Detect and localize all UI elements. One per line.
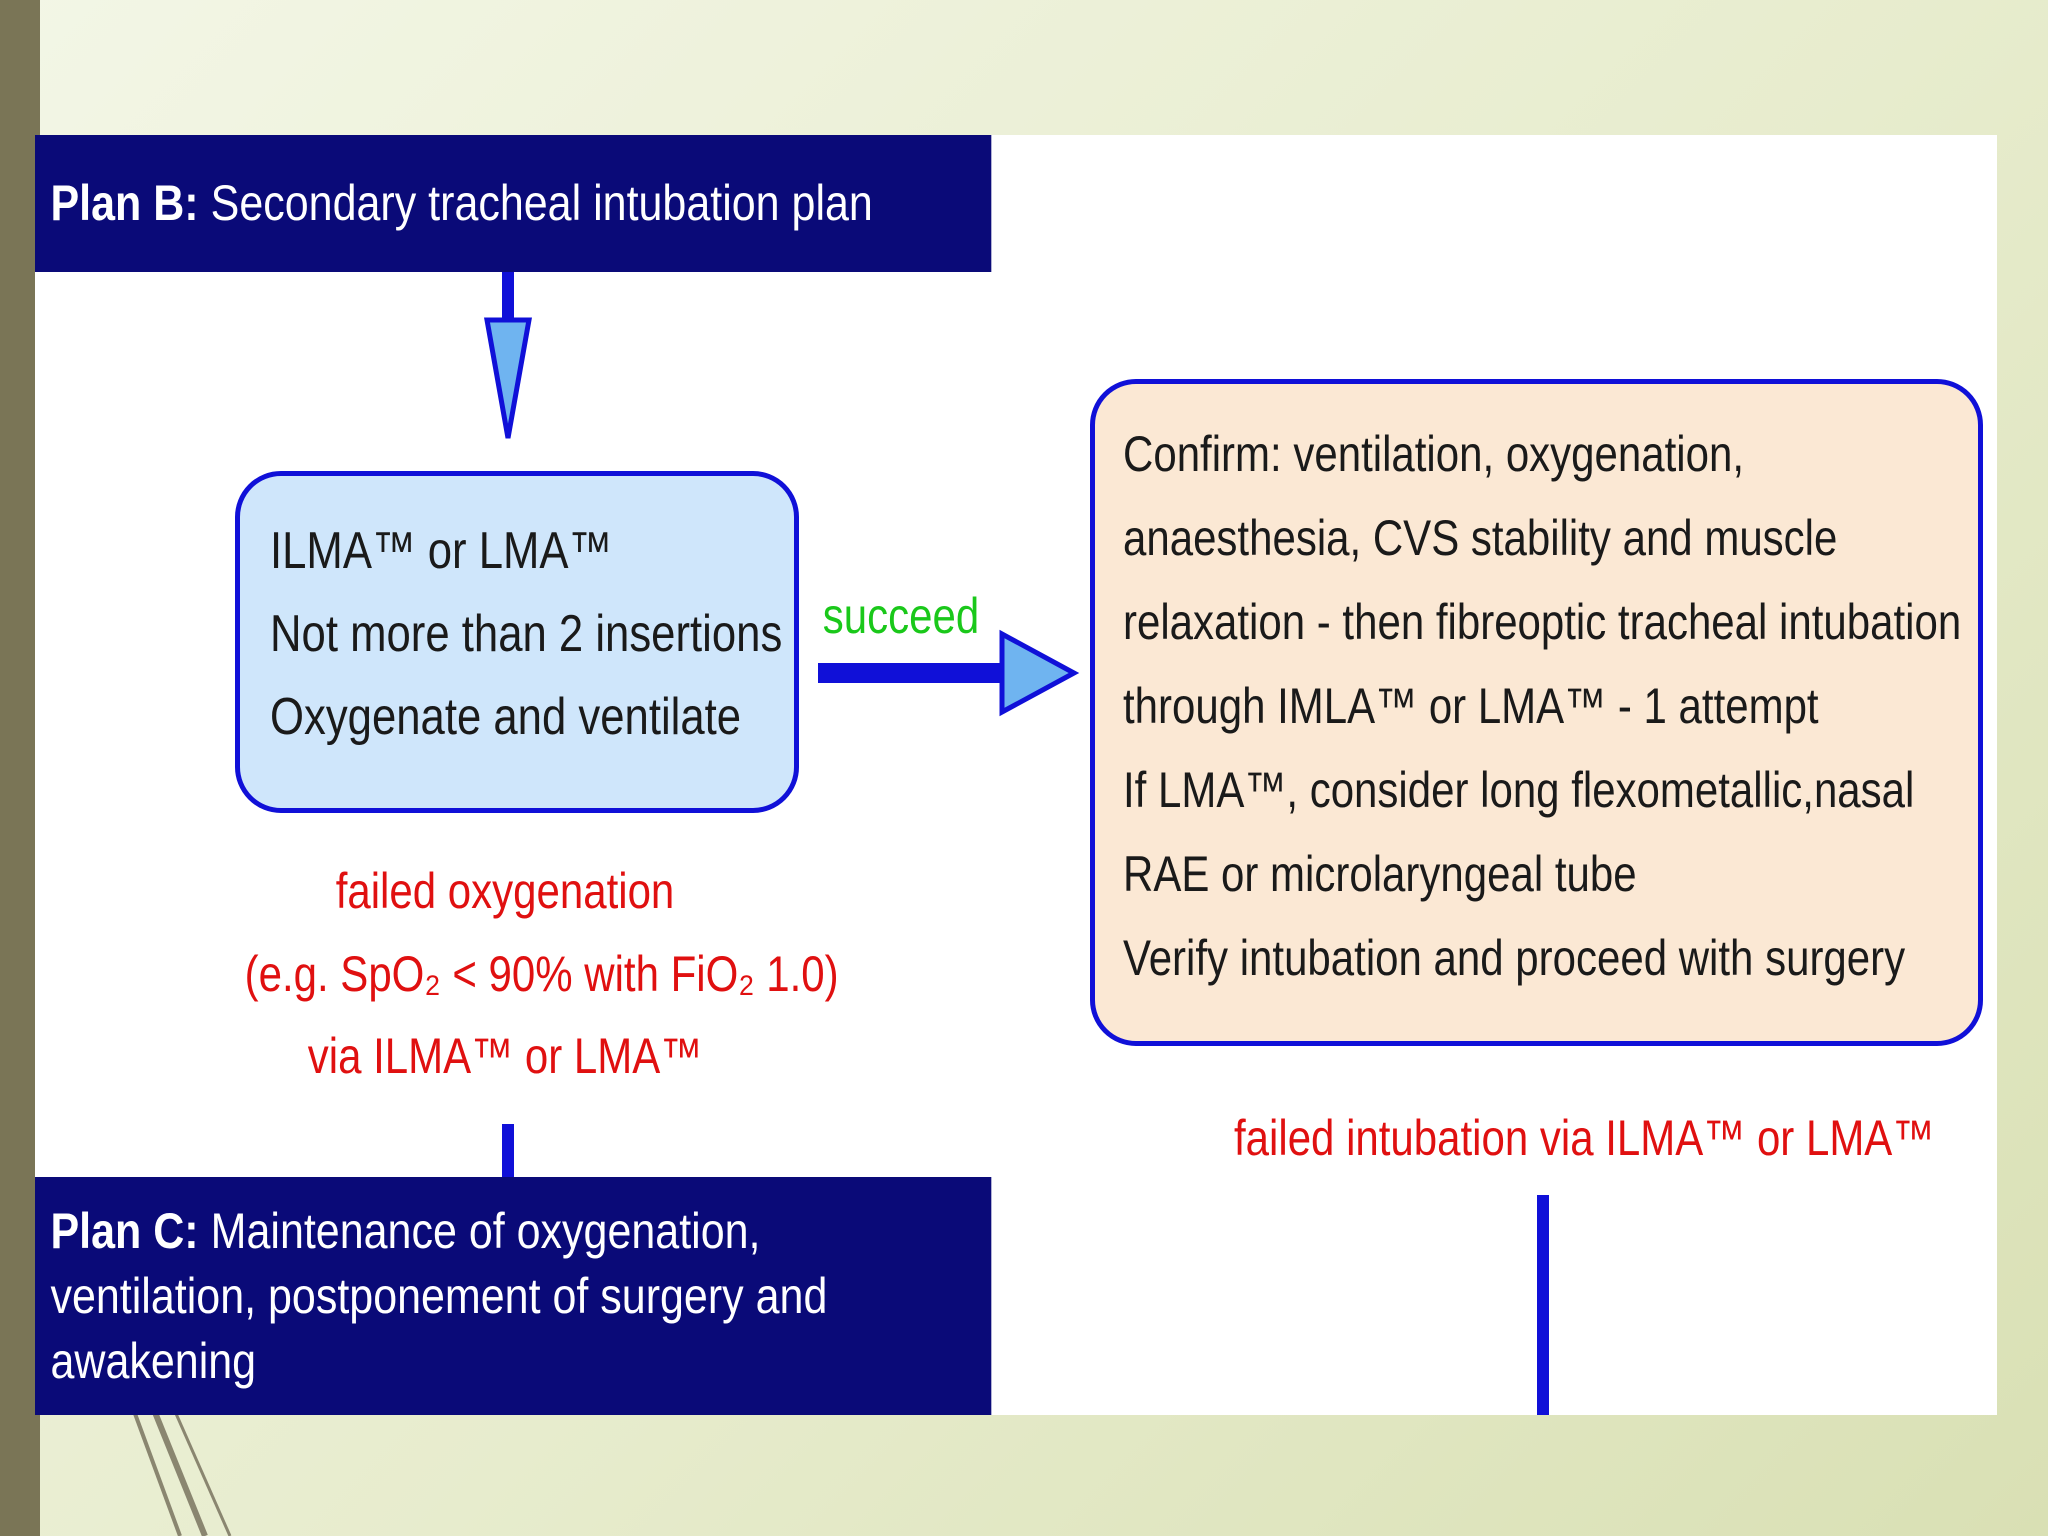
plan-b-header: Plan B: Secondary tracheal intubation pl… <box>35 135 992 272</box>
confirm-line: Confirm: ventilation, oxygenation, <box>1123 426 1745 482</box>
confirm-intubation-box: Confirm: ventilation, oxygenation, anaes… <box>1090 379 1983 1046</box>
plan-c-text: Plan C:Maintenance of oxygenation, venti… <box>50 1199 975 1394</box>
failed-oxygenation-line: failed oxygenation <box>335 863 675 919</box>
plan-c-header: Plan C:Maintenance of oxygenation, venti… <box>35 1177 992 1415</box>
confirm-line: through IMLA™ or LMA™ - 1 attempt <box>1123 678 1819 734</box>
ilma-lma-box: ILMA™ or LMA™ Not more than 2 insertions… <box>235 471 799 813</box>
confirm-line: If LMA™, consider long flexometallic,nas… <box>1123 762 1915 818</box>
down-arrow-icon <box>484 317 532 439</box>
confirm-line: relaxation - then fibreoptic tracheal in… <box>1123 594 1962 650</box>
succeed-label: succeed <box>822 588 980 644</box>
failed-oxygenation-label: failed oxygenation (e.g. SpO₂ < 90% with… <box>244 850 839 1098</box>
confirm-line: RAE or microlaryngeal tube <box>1123 846 1637 902</box>
right-arrow-icon <box>999 629 1080 717</box>
plan-b-title: Secondary tracheal intubation plan <box>210 175 873 231</box>
plan-b-tag: Plan B: <box>50 175 199 231</box>
failed-oxygenation-line: via ILMA™ or LMA™ <box>307 1028 703 1084</box>
confirm-line: anaesthesia, CVS stability and muscle <box>1123 510 1838 566</box>
failed-intubation-label: failed intubation via ILMA™ or LMA™ <box>1234 1110 1935 1166</box>
ilma-line: Oxygenate and ventilate <box>270 688 742 747</box>
plan-c-title: Maintenance of oxygenation, ventilation,… <box>50 1202 828 1389</box>
slide-side-bar <box>0 0 40 1536</box>
ilma-line: ILMA™ or LMA™ <box>270 522 613 580</box>
failed-oxygenation-line: (e.g. SpO₂ < 90% with FiO₂ 1.0) <box>244 945 839 1002</box>
plan-c-tag: Plan C: <box>50 1202 199 1259</box>
ilma-line: Not more than 2 insertions <box>270 605 783 664</box>
decorative-lines <box>128 1400 232 1536</box>
succeed-arrow-shaft <box>818 663 1004 683</box>
flowchart-slide: Plan B: Secondary tracheal intubation pl… <box>35 135 1997 1415</box>
confirm-line: Verify intubation and proceed with surge… <box>1123 930 1906 986</box>
